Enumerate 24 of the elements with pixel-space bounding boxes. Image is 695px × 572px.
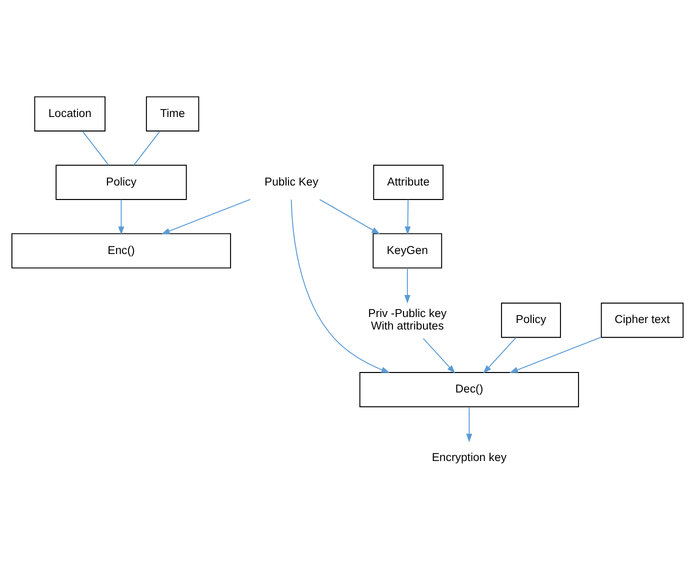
arrow	[509, 336, 602, 373]
node-box: Policy	[56, 164, 187, 200]
node-box: Location	[34, 96, 106, 132]
arrow	[118, 199, 124, 236]
node-box: KeyGen	[372, 233, 442, 268]
node-text: Public Key	[264, 176, 318, 188]
arrow	[404, 268, 410, 304]
node-box: Policy	[501, 302, 561, 338]
node-box: Dec()	[359, 372, 579, 408]
node-text: Priv -Public key With attributes	[368, 308, 447, 332]
node-box: Attribute	[373, 164, 444, 200]
arrow	[161, 198, 251, 234]
arrow	[466, 406, 472, 442]
node-box: Enc()	[11, 233, 232, 268]
arrow	[290, 199, 390, 373]
connector	[82, 130, 110, 166]
connector	[133, 130, 160, 166]
arrow	[483, 337, 516, 374]
node-text: Encryption key	[432, 452, 507, 464]
arrow	[422, 338, 456, 374]
node-box: Cipher text	[600, 302, 684, 338]
node-box: Time	[146, 96, 200, 132]
arrow	[404, 199, 411, 236]
arrow	[319, 199, 380, 234]
